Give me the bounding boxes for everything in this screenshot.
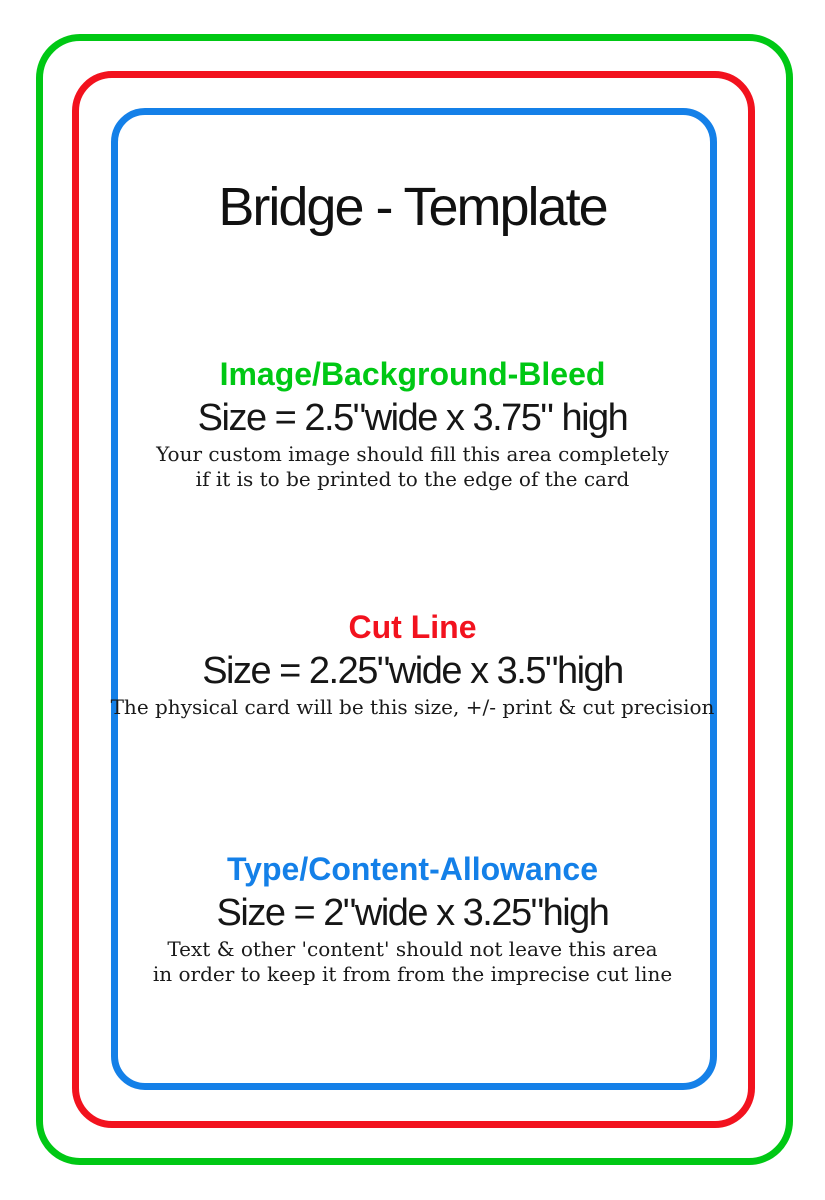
content-note-line1: Text & other 'content' should not leave … xyxy=(167,937,658,961)
content-note-line2: in order to keep it from from the imprec… xyxy=(152,962,673,986)
content-border xyxy=(111,108,717,1090)
content-size: Size = 2"wide x 3.25"high xyxy=(216,892,610,934)
bleed-note-line2: if it is to be printed to the edge of th… xyxy=(195,467,630,491)
bleed-section: Image/Background-Bleed Size = 2.5"wide x… xyxy=(0,353,825,492)
bleed-heading: Image/Background-Bleed xyxy=(219,356,606,392)
cut-line-size: Size = 2.25"wide x 3.5"high xyxy=(202,650,624,692)
cut-line-note-line1: The physical card will be this size, +/-… xyxy=(110,695,715,719)
cut-line-section: Cut Line Size = 2.25"wide x 3.5"high The… xyxy=(0,606,825,720)
content-allowance-section: Type/Content-Allowance Size = 2"wide x 3… xyxy=(0,848,825,987)
page-title: Bridge - Template xyxy=(218,177,608,237)
content-heading: Type/Content-Allowance xyxy=(227,851,598,887)
bleed-border xyxy=(36,34,793,1165)
bleed-size: Size = 2.5"wide x 3.75" high xyxy=(197,397,629,439)
bleed-note-line1: Your custom image should fill this area … xyxy=(156,442,669,466)
cut-line-border xyxy=(72,71,755,1128)
cut-line-heading: Cut Line xyxy=(348,609,477,645)
